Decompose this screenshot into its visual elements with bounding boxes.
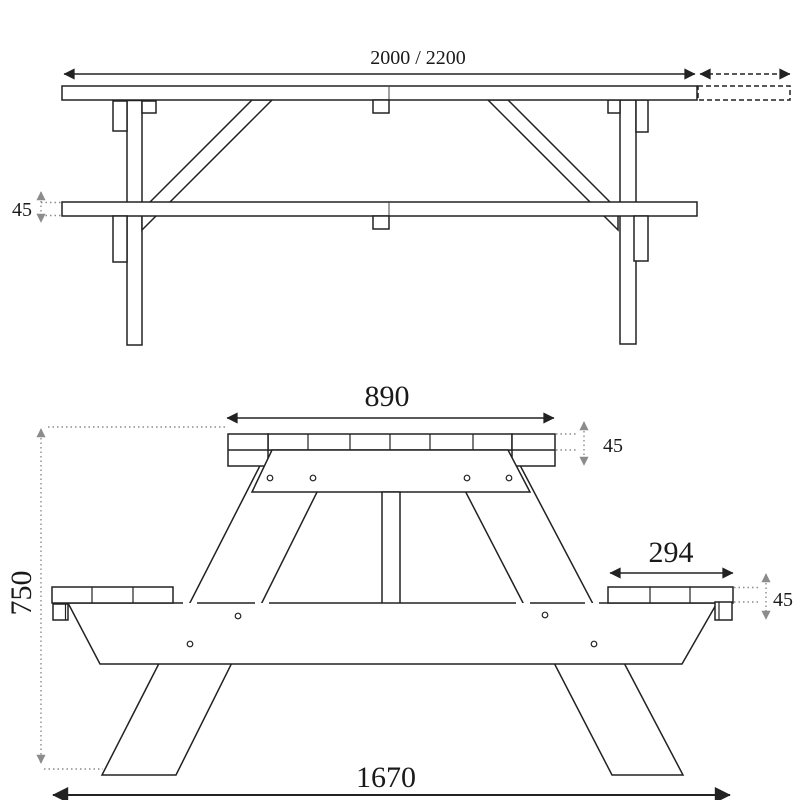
- center-post: [381, 491, 401, 605]
- dim-height: 750: [5, 426, 227, 770]
- right-seat: [607, 586, 734, 604]
- side-view: 2000 / 2200 45: [12, 47, 791, 346]
- side-view-seat-rail: [61, 201, 698, 217]
- front-view: 890 45 294 45 750: [5, 380, 793, 800]
- dim-footprint: 1670: [52, 761, 731, 800]
- dim-label-seat-thickness-side: 45: [12, 199, 32, 221]
- front-view-seats: [51, 586, 734, 621]
- seat-rail: [61, 201, 698, 217]
- seat-beam-outline: [67, 602, 718, 665]
- center-table-tab: [372, 99, 390, 114]
- seat-beam-screws: [186, 611, 598, 648]
- dim-label-tabletop-width: 890: [365, 380, 410, 413]
- dim-tabletop-width: 890: [226, 380, 555, 424]
- table-beam-screws: [266, 474, 513, 482]
- left-leg: [126, 99, 143, 346]
- center-seat-tab: [372, 215, 390, 230]
- dim-label-footprint: 1670: [356, 761, 416, 794]
- dim-label-seat-width: 294: [649, 536, 694, 569]
- front-view-table-beam: [250, 449, 532, 493]
- dim-label-tabletop-thickness: 45: [603, 435, 623, 457]
- left-short-cleat: [141, 100, 157, 114]
- tabletop-extension-dashed: [697, 85, 791, 101]
- dim-label-table-length: 2000 / 2200: [370, 47, 466, 69]
- side-view-seat-blocks: [112, 215, 649, 263]
- seat-beam-fill: [68, 603, 717, 664]
- left-seat-dividers: [91, 587, 134, 603]
- dim-table-length: 2000 / 2200: [63, 47, 791, 80]
- dim-label-seat-thickness-front: 45: [773, 589, 793, 611]
- tabletop: [61, 85, 698, 101]
- left-tall-cleat: [112, 100, 128, 132]
- left-seat: [51, 586, 174, 604]
- left-seat-end-block: [52, 603, 69, 621]
- right-short-cleat: [607, 99, 621, 114]
- dim-label-height: 750: [5, 571, 38, 616]
- table-cross-beam: [250, 449, 532, 493]
- right-seat-dividers: [649, 587, 691, 603]
- dim-tabletop-thickness: 45: [556, 421, 623, 466]
- left-seat-support: [112, 215, 128, 263]
- dim-seat-width: 294: [609, 536, 734, 579]
- tabletop-plank-dividers: [307, 434, 474, 450]
- front-view-tabletop: [227, 433, 556, 467]
- right-seat-support: [633, 215, 649, 262]
- right-tall-cleat: [635, 99, 649, 133]
- right-seat-end-block: [714, 601, 733, 621]
- dim-seat-thickness-front: 45: [734, 573, 793, 620]
- side-view-tabletop: [61, 85, 791, 114]
- front-view-seat-beam: [67, 602, 718, 665]
- dim-seat-rail-thickness: 45: [12, 191, 62, 223]
